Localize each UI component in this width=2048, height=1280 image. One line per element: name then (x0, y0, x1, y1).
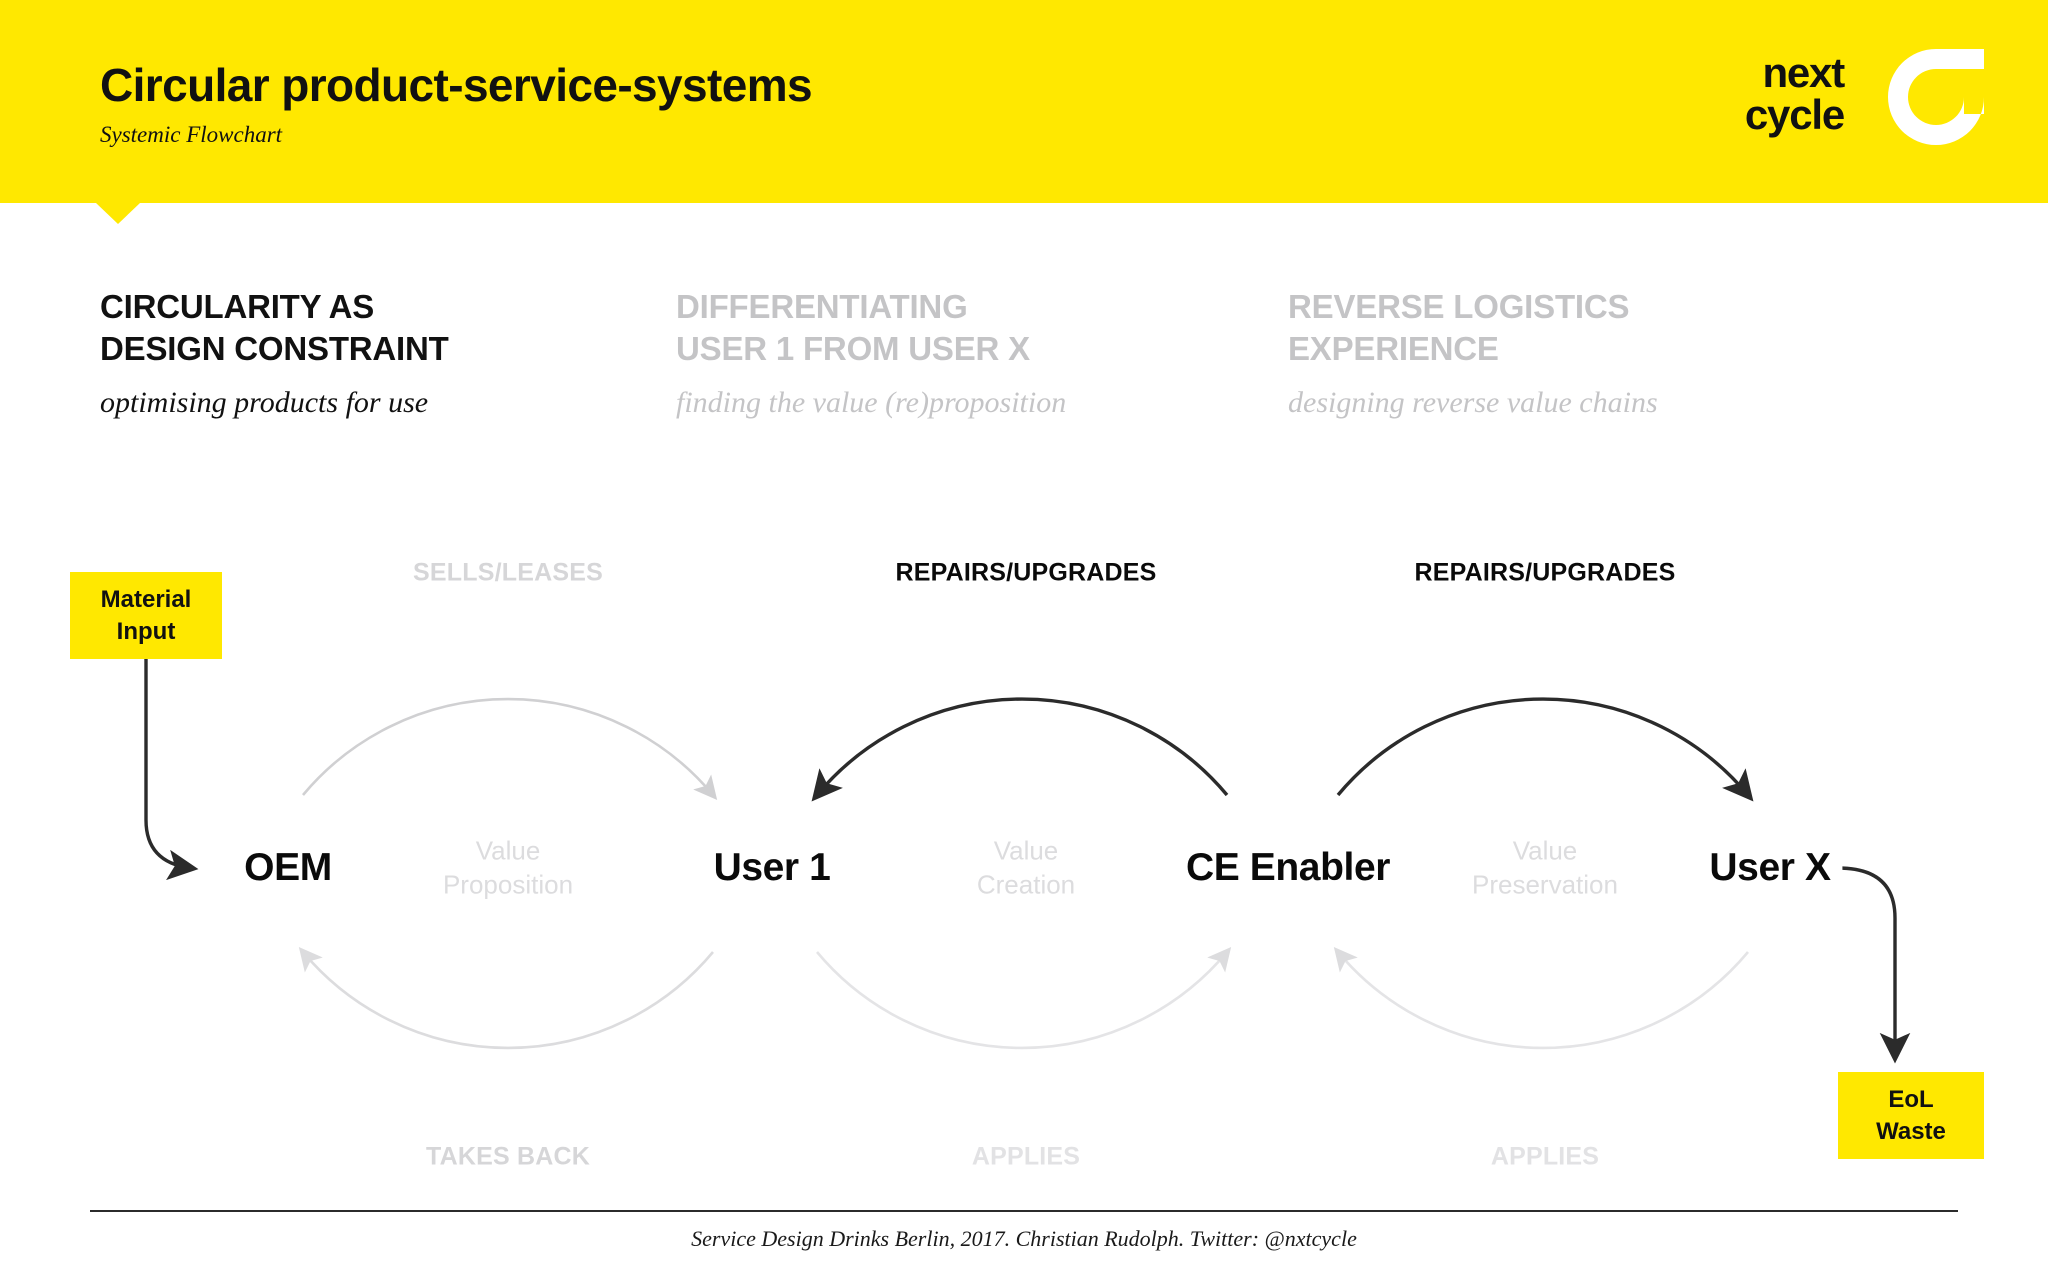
column-3-heading-line1: REVERSE LOGISTICS (1288, 288, 1630, 325)
arc-ce-enabler-repairs-to-user1 (811, 697, 1229, 802)
node-oem: OEM (232, 844, 344, 892)
next-cycle-circle-icon (1888, 49, 1984, 145)
arc-label-applies-2: APPLIES (1490, 1142, 1600, 1171)
arc-label-repairs-upgrades-1: REPAIRS/UPGRADES (895, 558, 1157, 587)
column-3-subtitle: designing reverse value chains (1288, 386, 1658, 420)
arc-label-applies-1: APPLIES (971, 1142, 1081, 1171)
chip-eol-waste: EoL Waste (1838, 1072, 1984, 1160)
column-2-heading: DIFFERENTIATING USER 1 FROM USER X (676, 286, 1066, 370)
column-3-heading: REVERSE LOGISTICS EXPERIENCE (1288, 286, 1658, 370)
node-user-1: User 1 (701, 844, 843, 892)
arrow-material-input-to-oem (144, 655, 199, 881)
arc-ce-enabler-repairs-to-userx (1336, 697, 1754, 802)
center-label-value-proposition-line1: Value (475, 835, 541, 866)
header-bar (0, 0, 2048, 203)
node-user-x: User X (1697, 844, 1843, 892)
arc-oem-sells-leases-to-user1 (302, 697, 718, 800)
center-label-value-preservation: Value Preservation (1472, 834, 1618, 903)
brand-wordmark: next cycle (1744, 49, 1845, 138)
footer-divider (90, 1210, 1958, 1212)
column-1-heading-line1: CIRCULARITY AS (100, 288, 375, 325)
header-notch (96, 203, 140, 224)
arrow-userx-to-eol-waste (1837, 866, 1911, 1064)
column-3-heading-line2: EXPERIENCE (1288, 330, 1499, 368)
footer-credit: Service Design Drinks Berlin, 2017. Chri… (691, 1226, 1357, 1251)
column-heading-reverse-logistics: REVERSE LOGISTICS EXPERIENCE designing r… (1288, 286, 1658, 422)
page-subtitle: Systemic Flowchart (100, 122, 283, 147)
arc-user1-takes-back-to-oem (298, 947, 714, 1050)
center-label-value-creation-line2: Creation (976, 870, 1076, 900)
page-title: Circular product-service-systems (100, 59, 813, 111)
column-heading-circularity: CIRCULARITY AS DESIGN CONSTRAINT optimis… (100, 286, 449, 422)
brand-wordmark-line1: next (1762, 49, 1845, 96)
center-label-value-creation: Value Creation (977, 834, 1075, 903)
arc-label-sells-leases: SELLS/LEASES (413, 558, 603, 587)
arc-user1-applies-to-ce-enabler (816, 947, 1232, 1050)
center-label-value-preservation-line1: Value (1512, 835, 1578, 866)
brand-wordmark-line2: cycle (1744, 91, 1845, 138)
chip-material-input: Material Input (70, 572, 222, 660)
column-2-heading-line1: DIFFERENTIATING (676, 288, 968, 325)
column-1-subtitle: optimising products for use (100, 386, 429, 420)
column-1-heading: CIRCULARITY AS DESIGN CONSTRAINT (100, 286, 449, 370)
chip-material-input-line1: Material (100, 586, 192, 613)
arc-label-repairs-upgrades-2: REPAIRS/UPGRADES (1414, 558, 1676, 587)
chip-eol-waste-line2: Waste (1876, 1117, 1946, 1145)
chip-material-input-line2: Input (116, 617, 176, 645)
center-label-value-proposition-line2: Proposition (442, 870, 574, 900)
chip-eol-waste-line1: EoL (1888, 1086, 1934, 1113)
center-label-value-preservation-line2: Preservation (1472, 870, 1618, 900)
center-label-value-proposition: Value Proposition (443, 834, 573, 903)
column-1-heading-line2: DESIGN CONSTRAINT (100, 330, 449, 368)
arc-userx-applies-to-ce-enabler (1333, 947, 1749, 1050)
column-2-subtitle: finding the value (re)proposition (676, 386, 1067, 420)
center-label-value-creation-line1: Value (993, 835, 1059, 866)
brand-logo: next cycle (1722, 36, 1992, 156)
column-2-heading-line2: USER 1 FROM USER X (676, 330, 1030, 368)
node-ce-enabler: CE Enabler (1173, 844, 1403, 892)
arc-label-takes-back: TAKES BACK (425, 1142, 591, 1171)
column-heading-differentiating: DIFFERENTIATING USER 1 FROM USER X findi… (676, 286, 1066, 422)
